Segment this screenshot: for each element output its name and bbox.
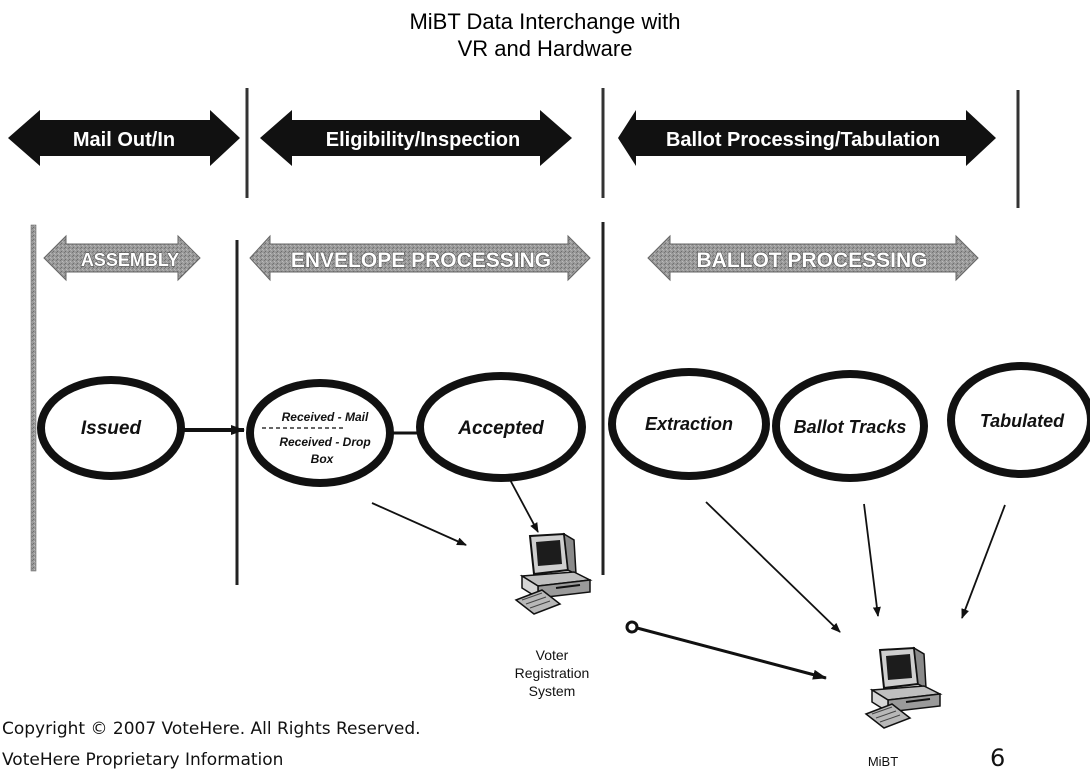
state-label: Ballot Tracks [794, 417, 907, 437]
title-line-1: MiBT Data Interchange with [409, 9, 681, 34]
subphase-arrow-envelope-processing: ENVELOPE PROCESSING [249, 234, 591, 282]
vr-caption-line-2: Registration [515, 665, 590, 681]
phase-label: Ballot Processing/Tabulation [666, 129, 940, 151]
double-arrow-icon [249, 234, 591, 282]
state-issued: Issued [37, 376, 185, 480]
state-label: Issued [81, 418, 142, 439]
phase-arrow-ballot-processing-tabulation: Ballot Processing/Tabulation [618, 110, 996, 166]
state-tabulated: Tabulated [947, 362, 1090, 478]
state-label: Extraction [645, 414, 733, 434]
vr-caption-line-1: Voter [536, 647, 569, 663]
double-arrow-icon [8, 110, 240, 166]
double-arrow-icon [43, 234, 201, 282]
state-received: Received - Mail Received - Drop Box [246, 379, 394, 487]
phase-arrow-mail-out-in: Mail Out/In [8, 110, 240, 166]
ballot-tracks-to-mibt-arrow [863, 503, 881, 617]
phase-label: Eligibility/Inspection [326, 129, 520, 151]
computer-icon [865, 647, 941, 729]
state-label-received-drop-box: Box [311, 452, 335, 466]
vr-to-mibt-arrow [636, 626, 827, 680]
state-label-received-drop: Received - Drop [279, 435, 370, 449]
subphase-divider-left [30, 224, 37, 572]
mibt-caption: MiBT [868, 754, 898, 769]
subphase-label: BALLOT PROCESSING [696, 249, 927, 272]
received-to-vr-arrow [371, 502, 467, 546]
subphase-label: ENVELOPE PROCESSING [291, 249, 551, 272]
page-number: 6 [990, 744, 1006, 772]
subphase-label: ASSEMBLY [81, 250, 179, 270]
state-label-received-mail: Received - Mail [282, 410, 369, 424]
state-label: Tabulated [980, 411, 1065, 431]
accepted-to-vr-arrow [507, 475, 539, 533]
double-arrow-icon [260, 110, 572, 166]
subphase-arrow-ballot-processing: BALLOT PROCESSING [647, 234, 979, 282]
proprietary-notice: VoteHere Proprietary Information [2, 750, 284, 770]
phase-label: Mail Out/In [73, 129, 175, 151]
mibt-system: MiBT [865, 647, 941, 769]
tabulated-to-mibt-arrow [961, 504, 1006, 619]
extraction-to-mibt-arrow [705, 501, 841, 633]
double-arrow-icon [618, 110, 996, 166]
state-label: Accepted [457, 418, 544, 439]
vr-link-origin [625, 620, 639, 634]
phase-arrow-eligibility-inspection: Eligibility/Inspection [260, 110, 572, 166]
vr-caption-line-3: System [529, 683, 576, 699]
voter-registration-system: Voter Registration System [515, 533, 591, 699]
subphase-arrow-assembly: ASSEMBLY [43, 234, 201, 282]
state-accepted: Accepted [416, 372, 586, 482]
double-arrow-icon [647, 234, 979, 282]
title-line-2: VR and Hardware [457, 36, 633, 61]
diagram-title: MiBT Data Interchange with VR and Hardwa… [0, 8, 1090, 62]
state-ballot-tracks: Ballot Tracks [772, 370, 928, 482]
computer-icon [515, 533, 591, 615]
state-extraction: Extraction [608, 368, 770, 480]
copyright-notice: Copyright © 2007 VoteHere. All Rights Re… [2, 719, 421, 739]
